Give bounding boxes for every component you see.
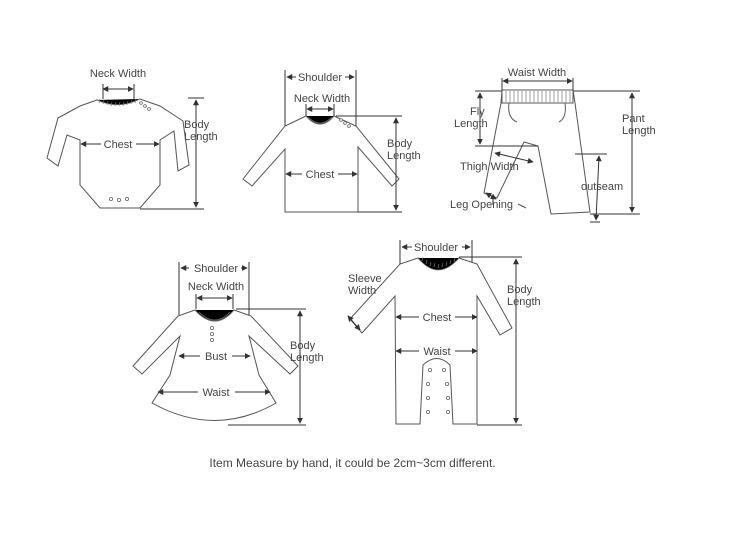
longsleeve-neck-width-label: Neck Width — [294, 93, 350, 105]
pants-figure: Waist Width Fly Length Pant Length Thigh… — [450, 67, 656, 223]
romper-leg-snap — [425, 395, 430, 400]
romper-leg-snap — [445, 395, 450, 400]
romper-leg-snap — [425, 381, 430, 386]
dress-bust-label: Bust — [205, 351, 227, 363]
longsleeve-body-length-label-2: Length — [387, 150, 421, 162]
longsleeve-rib-collar — [305, 115, 335, 125]
pants-leg-opening-arrow — [485, 192, 497, 200]
dress-body-length-label-1: Body — [290, 340, 316, 352]
romper-leg-snap — [441, 367, 446, 372]
longsleeve-body-length-label-1: Body — [387, 138, 413, 150]
longsleeve-shoulder-button — [339, 118, 343, 122]
dress-shoulder-label: Shoulder — [194, 263, 238, 275]
longsleeve-shoulder-label: Shoulder — [298, 72, 342, 84]
romper-sleeve-width-arrow — [347, 315, 361, 331]
pants-outseam-arrow — [593, 155, 602, 221]
dress-front-button — [209, 337, 214, 342]
romper-rib-collar — [417, 256, 460, 271]
pants-outseam-label: outseam — [581, 181, 623, 193]
bodysuit-shoulder-button — [147, 107, 151, 111]
romper-leg-snap — [445, 409, 450, 414]
bodysuit-body-length-label-2: Length — [184, 131, 218, 143]
romper-shoulder-label: Shoulder — [414, 242, 458, 254]
bodysuit-body-length-label-1: Body — [184, 119, 210, 131]
dress-collar — [194, 309, 235, 322]
dress-front-button — [209, 325, 214, 330]
dress-figure: Shoulder Neck Width Bust Waist Body Leng… — [132, 262, 324, 426]
pants-leg-opening-label: Leg Opening — [450, 199, 513, 211]
bodysuit-figure: Neck Width Chest Body Length — [46, 68, 218, 210]
romper-body-length-label-1: Body — [507, 284, 533, 296]
longsleeve-figure: Shoulder Neck Width Chest Body Length — [242, 70, 421, 213]
measurement-footnote: Item Measure by hand, it could be 2cm~3c… — [209, 456, 496, 470]
bodysuit-chest-label: Chest — [104, 139, 133, 151]
pants-pant-length-label-1: Pant — [622, 113, 645, 125]
longsleeve-chest-label: Chest — [306, 169, 335, 181]
bodysuit-snap-button — [117, 197, 122, 202]
bodysuit-snap-button — [125, 196, 130, 201]
bodysuit-neck-width-label: Neck Width — [90, 68, 146, 80]
romper-body-length-label-2: Length — [507, 296, 541, 308]
bodysuit-snap-button — [109, 196, 114, 201]
dress-waist-label: Waist — [202, 387, 229, 399]
romper-sleeve-width-label-2: Width — [348, 285, 376, 297]
pants-fly-length-label-2: Length — [454, 118, 488, 130]
romper-chest-label: Chest — [423, 312, 452, 324]
dress-body-length-label-2: Length — [290, 352, 324, 364]
pants-thigh-width-label: Thigh Width — [460, 161, 519, 173]
romper-leg-snap — [427, 367, 432, 372]
romper-leg-snap — [425, 409, 430, 414]
pants-thigh-width-arrow — [494, 151, 534, 164]
pants-pant-length-label-2: Length — [622, 125, 656, 137]
bodysuit-shoulder-button — [143, 104, 147, 108]
pants-waist-width-label: Waist Width — [508, 67, 566, 79]
bodysuit-shoulder-button — [139, 101, 143, 105]
romper-sleeve-width-label-1: Sleeve — [348, 273, 382, 285]
longsleeve-shoulder-button — [343, 121, 347, 125]
longsleeve-shoulder-button — [347, 124, 351, 128]
pants-waistband — [501, 89, 574, 104]
bodysuit-rib-collar — [96, 98, 141, 107]
romper-leg-snap — [444, 381, 449, 386]
romper-figure: Shoulder Sleeve Width Chest Waist Body L… — [347, 240, 541, 426]
romper-waist-label: Waist — [423, 346, 450, 358]
dress-neck-width-label: Neck Width — [188, 281, 244, 293]
dress-front-button — [209, 331, 214, 336]
pants-fly-length-label-1: Fly — [470, 106, 485, 118]
